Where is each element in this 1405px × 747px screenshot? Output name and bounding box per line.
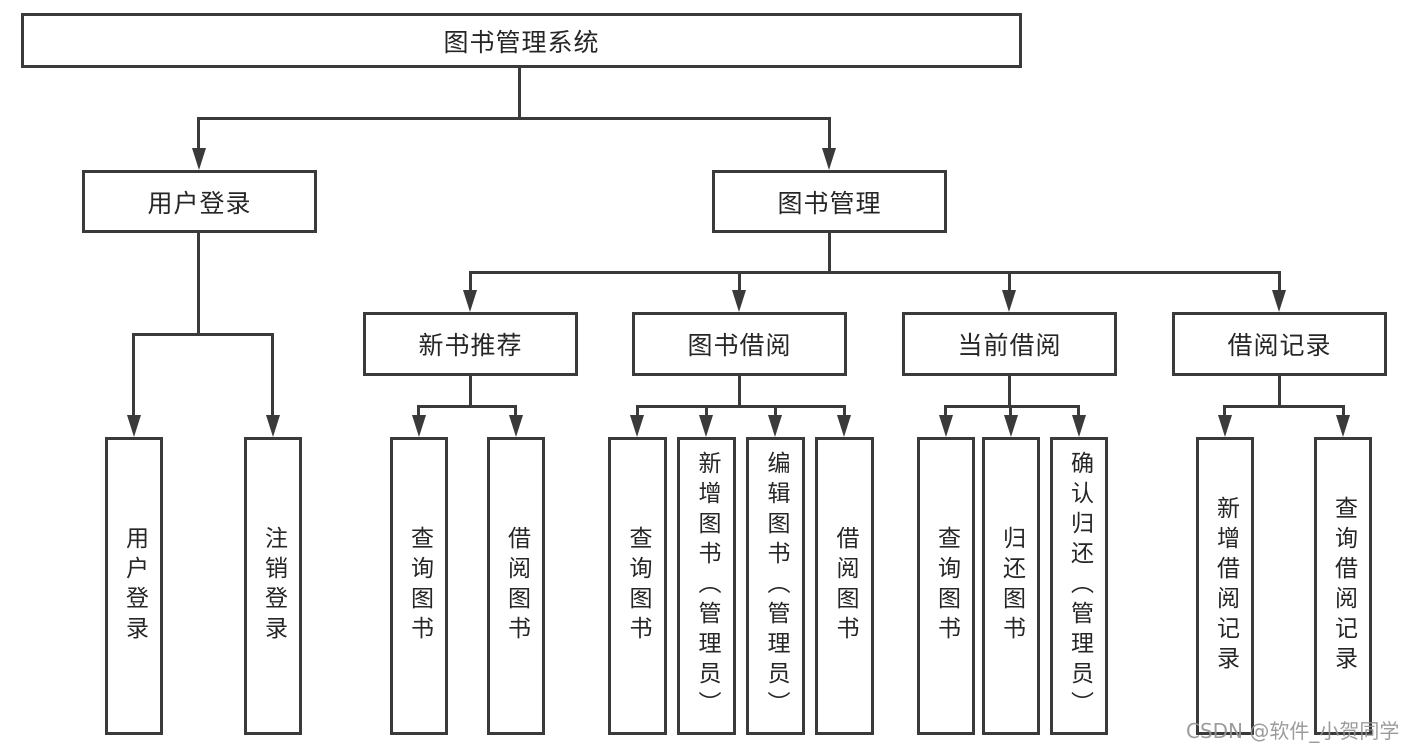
connector-drop-user-login <box>197 117 200 150</box>
connector-records-stub <box>1278 376 1281 407</box>
node-records-add-record: 新增借阅记录 <box>1196 437 1254 735</box>
connector-drop-level2 <box>1008 271 1011 292</box>
node-label: 借阅图书 <box>832 526 858 646</box>
arrow-down-icon <box>266 415 280 437</box>
node-recommend-borrow-books: 借阅图书 <box>487 437 545 735</box>
connector-borrow-horizontal <box>636 405 846 408</box>
connector-current-stub <box>1008 376 1011 407</box>
node-leaf-logout: 注销登录 <box>244 437 302 735</box>
node-leaf-user-login: 用户登录 <box>105 437 163 735</box>
node-label: 编辑图书（管理员） <box>763 451 789 721</box>
connector-drop-level2 <box>738 271 741 292</box>
connector-drop-level2 <box>469 271 472 292</box>
connector-root-horizontal <box>197 117 831 120</box>
node-label: 借阅记录 <box>1227 331 1332 360</box>
node-borrow-edit-books-admin: 编辑图书（管理员） <box>746 437 805 735</box>
connector-drop-leaf <box>132 333 135 417</box>
arrow-down-icon <box>768 415 782 437</box>
node-label: 查询图书 <box>933 526 960 646</box>
arrow-down-icon <box>509 415 523 437</box>
connector-drop-leaf <box>1077 405 1080 419</box>
connector-drop-book-management <box>828 117 831 150</box>
connector-mgmt-horizontal <box>469 271 1281 274</box>
connector-borrow-stub <box>738 376 741 407</box>
connector-drop-leaf <box>271 333 274 417</box>
connector-current-horizontal <box>944 405 1080 408</box>
connector-drop-leaf <box>1223 405 1226 419</box>
node-borrow-borrow-books: 借阅图书 <box>815 437 874 735</box>
arrow-down-icon <box>1272 290 1286 312</box>
node-label: 查询借阅记录 <box>1330 496 1357 676</box>
connector-drop-leaf <box>1342 405 1345 419</box>
arrow-down-icon <box>822 148 836 170</box>
node-records-query-record: 查询借阅记录 <box>1314 437 1372 735</box>
node-current-return-books: 归还图书 <box>982 437 1040 735</box>
node-label: 借阅图书 <box>503 526 530 646</box>
node-label: 图书管理 <box>777 188 882 218</box>
arrow-down-icon <box>1004 415 1018 437</box>
connector-drop-leaf <box>944 405 947 419</box>
node-book-management: 图书管理 <box>712 170 947 233</box>
node-borrowing-records: 借阅记录 <box>1172 312 1387 376</box>
arrow-down-icon <box>939 415 953 437</box>
node-user-login: 用户登录 <box>82 170 317 233</box>
connector-drop-leaf <box>514 405 517 419</box>
connector-records-horizontal <box>1223 405 1345 408</box>
node-label: 归还图书 <box>998 526 1025 646</box>
arrow-down-icon <box>192 148 206 170</box>
arrow-down-icon <box>127 415 141 437</box>
connector-login-horizontal <box>132 333 274 336</box>
arrow-down-icon <box>463 290 477 312</box>
watermark-text: CSDN @软件_小贺同学 <box>1186 719 1400 743</box>
connector-recommend-stub <box>469 376 472 407</box>
arrow-down-icon <box>1218 415 1232 437</box>
node-label: 确认归还（管理员） <box>1066 451 1093 721</box>
node-new-book-recommendation: 新书推荐 <box>363 312 578 376</box>
arrow-down-icon <box>699 415 713 437</box>
connector-drop-leaf <box>774 405 777 419</box>
connector-drop-level2 <box>1278 271 1281 292</box>
arrow-down-icon <box>837 415 851 437</box>
node-label: 图书借阅 <box>687 331 792 360</box>
connector-drop-leaf <box>843 405 846 419</box>
node-label: 用户登录 <box>147 188 252 218</box>
connector-recommend-horizontal <box>417 405 517 408</box>
node-current-query-books: 查询图书 <box>917 437 975 735</box>
node-label: 查询图书 <box>406 526 433 646</box>
node-label: 新增借阅记录 <box>1212 496 1239 676</box>
node-library-management-system: 图书管理系统 <box>21 13 1022 68</box>
arrow-down-icon <box>412 415 426 437</box>
connector-login-stub <box>197 233 200 336</box>
connector-mgmt-stub <box>828 233 831 273</box>
node-label: 查询图书 <box>625 526 651 646</box>
node-label: 用户登录 <box>121 526 148 646</box>
node-label: 图书管理系统 <box>443 27 600 57</box>
node-borrow-query-books: 查询图书 <box>608 437 667 735</box>
node-current-borrowing: 当前借阅 <box>902 312 1117 376</box>
node-label: 注销登录 <box>260 526 287 646</box>
connector-drop-leaf <box>417 405 420 419</box>
node-label: 新书推荐 <box>418 331 523 360</box>
node-current-confirm-return-admin: 确认归还（管理员） <box>1050 437 1108 735</box>
arrow-down-icon <box>630 415 644 437</box>
node-recommend-query-books: 查询图书 <box>390 437 448 735</box>
arrow-down-icon <box>1336 415 1350 437</box>
arrow-down-icon <box>1072 415 1086 437</box>
arrow-down-icon <box>732 290 746 312</box>
arrow-down-icon <box>1002 290 1016 312</box>
connector-root-stub <box>518 68 521 119</box>
connector-drop-leaf <box>705 405 708 419</box>
connector-drop-leaf <box>1009 405 1012 419</box>
node-label: 当前借阅 <box>957 331 1062 360</box>
node-borrow-add-books-admin: 新增图书（管理员） <box>677 437 736 735</box>
node-label: 新增图书（管理员） <box>694 451 720 721</box>
connector-drop-leaf <box>636 405 639 419</box>
node-book-borrowing: 图书借阅 <box>632 312 847 376</box>
